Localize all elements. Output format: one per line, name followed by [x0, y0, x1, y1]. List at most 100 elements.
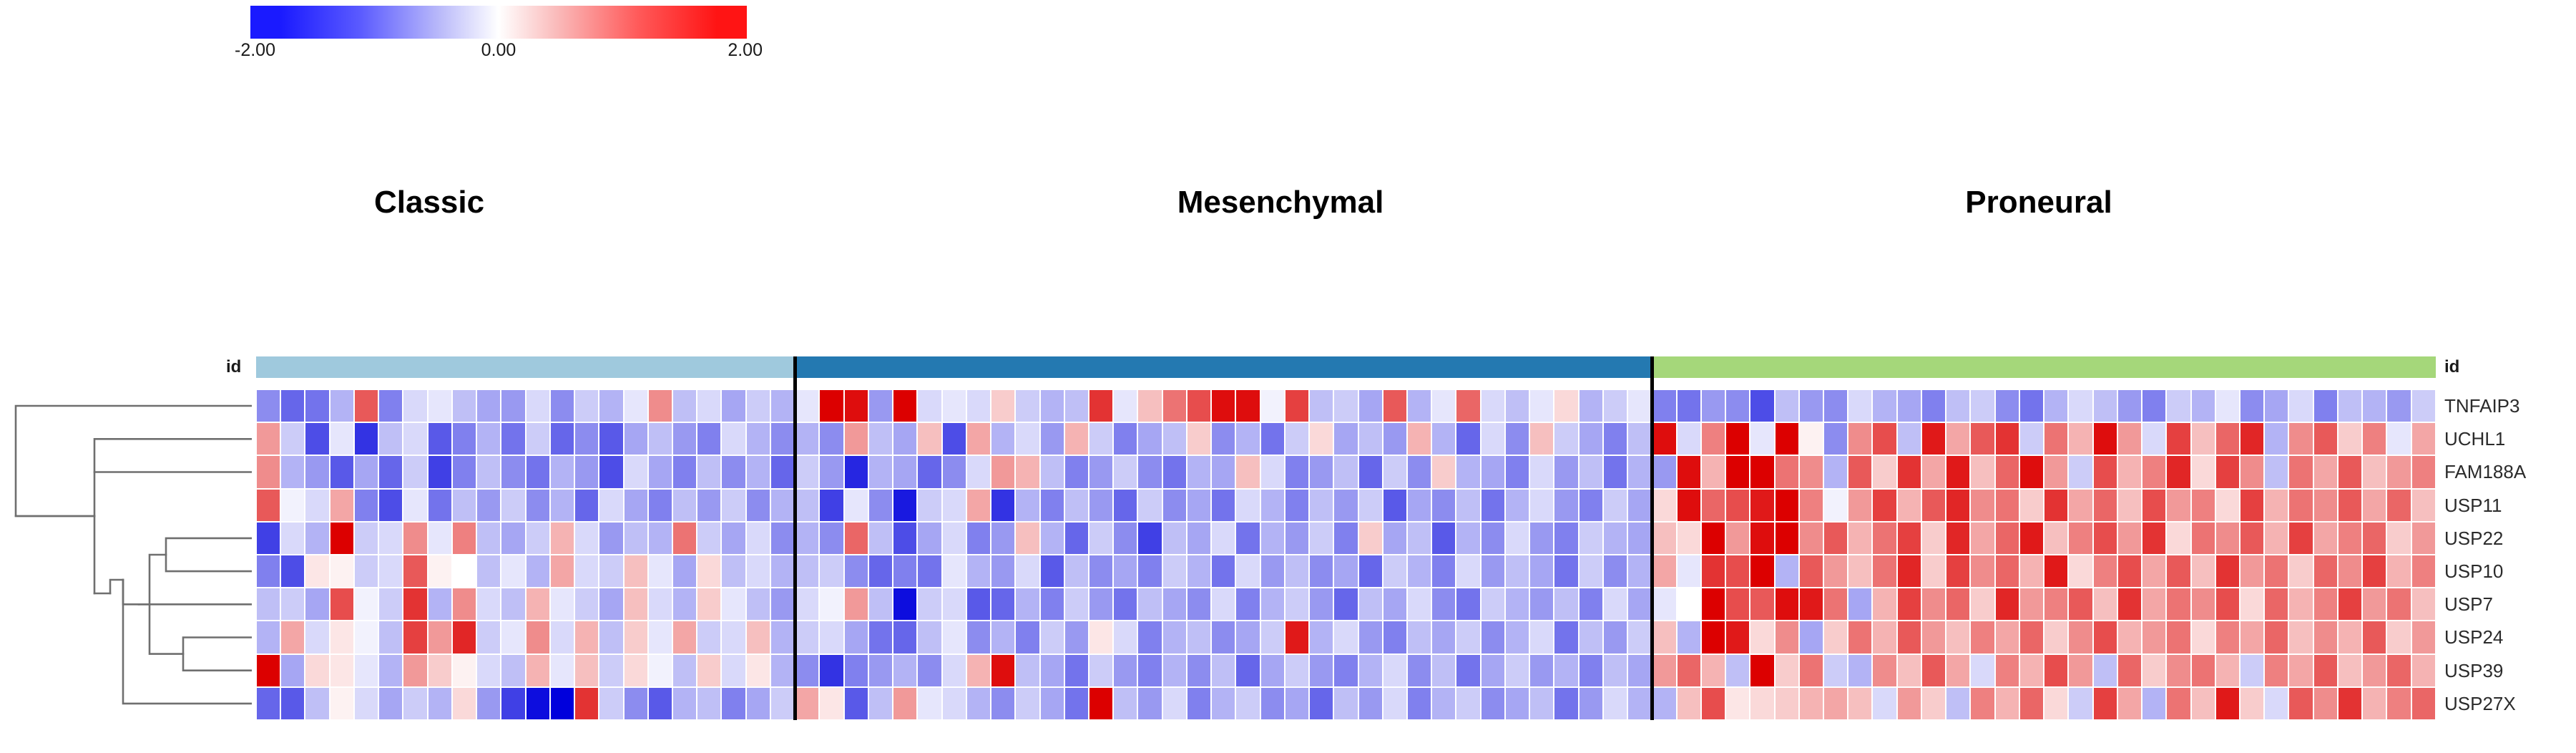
heatmap-cell [1015, 455, 1040, 489]
heatmap-cell [1284, 654, 1310, 687]
heatmap-cell [1333, 588, 1358, 621]
heatmap-cell [353, 621, 379, 654]
heatmap-cell [1358, 521, 1383, 555]
heatmap-cell [1309, 521, 1334, 555]
heatmap-cell [917, 686, 942, 720]
heatmap-cell [2337, 686, 2363, 720]
heatmap-cell [280, 455, 305, 489]
heatmap-cell [1064, 455, 1089, 489]
heatmap-cell [745, 554, 770, 588]
heatmap-cell [941, 686, 966, 720]
heatmap-cell [451, 686, 477, 720]
heatmap-cell [574, 588, 599, 621]
heatmap-cell [1039, 455, 1064, 489]
heatmap-cell [1015, 686, 1040, 720]
heatmap-cell [1994, 422, 2019, 456]
heatmap-cell [1700, 488, 1726, 522]
heatmap-cell [1309, 389, 1334, 423]
heatmap-cell [2215, 455, 2240, 489]
heatmap-cell [1652, 422, 1677, 456]
heatmap-cell [1823, 654, 1848, 687]
heatmap-cell [1480, 654, 1505, 687]
heatmap-cell [1113, 554, 1138, 588]
heatmap-cell [451, 588, 477, 621]
heatmap-cell [1504, 422, 1530, 456]
heatmap-cell [1529, 686, 1554, 720]
heatmap-cell [2313, 686, 2338, 720]
heatmap-cell [1798, 488, 1823, 522]
heatmap-cell [451, 521, 477, 555]
heatmap-cell [966, 488, 991, 522]
heatmap-cell [1652, 588, 1677, 621]
heatmap-cell [476, 621, 501, 654]
heatmap-cell [1676, 654, 1701, 687]
heatmap-cell [1921, 422, 1946, 456]
heatmap-cell [2411, 621, 2436, 654]
heatmap-cell [647, 588, 672, 621]
heatmap-cell [745, 654, 770, 687]
heatmap-cell [1970, 621, 1995, 654]
heatmap-cell [1064, 654, 1089, 687]
heatmap-cell [1872, 488, 1897, 522]
heatmap-cell [256, 588, 281, 621]
heatmap-cell [1798, 554, 1823, 588]
heatmap-cell [1235, 422, 1260, 456]
heatmap-cell [1504, 621, 1530, 654]
heatmap-cell [1309, 455, 1334, 489]
heatmap-cell [2044, 521, 2069, 555]
heatmap-cell [1407, 588, 1432, 621]
heatmap-cell [1774, 389, 1799, 423]
heatmap-cell [501, 488, 526, 522]
heatmap-cell [1015, 488, 1040, 522]
heatmap-cell [1358, 654, 1383, 687]
heatmap-cell [2239, 389, 2265, 423]
heatmap-cell [893, 521, 918, 555]
heatmap-cell [1186, 621, 1212, 654]
heatmap-cell [1382, 588, 1408, 621]
heatmap-cell [2117, 455, 2142, 489]
heatmap-cell [501, 422, 526, 456]
legend-min-label: -2.00 [235, 40, 275, 60]
heatmap-cell [1382, 389, 1408, 423]
heatmap-cell [2142, 686, 2167, 720]
heatmap-cell [574, 621, 599, 654]
gene-label-usp10: USP10 [2444, 560, 2504, 582]
heatmap-cell [1725, 389, 1750, 423]
heatmap-cell [1260, 621, 1285, 654]
heatmap-cell [843, 621, 868, 654]
heatmap-cell [647, 554, 672, 588]
heatmap-cell [280, 521, 305, 555]
heatmap-cell [941, 389, 966, 423]
heatmap-cell [672, 389, 697, 423]
heatmap-cell [868, 455, 893, 489]
heatmap-cell [1774, 488, 1799, 522]
heatmap-cell [1725, 521, 1750, 555]
heatmap-cell [697, 654, 722, 687]
heatmap-cell [1676, 455, 1701, 489]
heatmap-cell [1358, 554, 1383, 588]
heatmap-cell [2362, 389, 2387, 423]
heatmap-cell [1407, 455, 1432, 489]
heatmap-cell [525, 621, 550, 654]
heatmap-cell [2337, 422, 2363, 456]
heatmap-cell [2386, 521, 2411, 555]
heatmap-cell [378, 588, 403, 621]
heatmap-cell [2239, 588, 2265, 621]
heatmap-cell [574, 389, 599, 423]
heatmap-cell [1137, 521, 1162, 555]
heatmap-cell [1676, 488, 1701, 522]
heatmap-cell [1504, 686, 1530, 720]
heatmap-cell [1284, 588, 1310, 621]
heatmap-cell [1113, 686, 1138, 720]
heatmap-cell [991, 488, 1016, 522]
heatmap-cell [2288, 488, 2313, 522]
heatmap-cell [2068, 455, 2093, 489]
heatmap-cell [1333, 455, 1358, 489]
heatmap-cell [1627, 621, 1652, 654]
heatmap-cell [353, 588, 379, 621]
heatmap-cell [647, 389, 672, 423]
heatmap-cell [1211, 422, 1236, 456]
heatmap-cell [843, 654, 868, 687]
heatmap-cell [256, 554, 281, 588]
